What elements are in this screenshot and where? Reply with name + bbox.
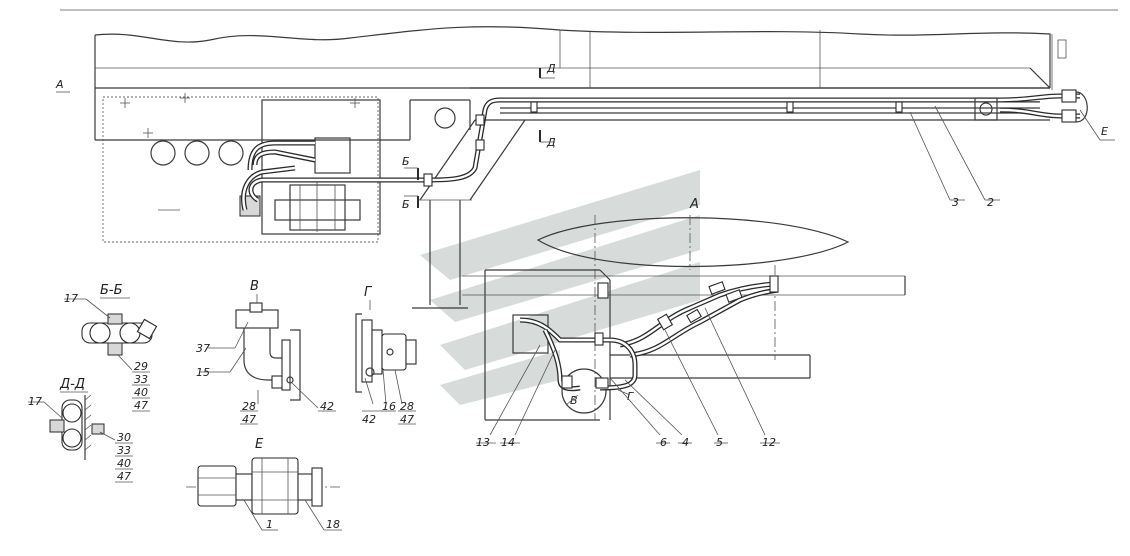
bb-callout-47: 47 — [134, 399, 148, 412]
cut-b-top-label: Б — [402, 155, 410, 168]
section-dd: Д-Д 17 30 33 40 47 — [28, 377, 133, 483]
mechanism-box — [102, 96, 379, 243]
view-a-title: А — [689, 197, 699, 212]
mark-v-label: В — [570, 394, 578, 407]
view-a-detail: А — [462, 197, 906, 449]
view-v-title: В — [250, 279, 259, 294]
g-callout-16: 16 — [382, 400, 396, 413]
v-callout-37: 37 — [196, 342, 210, 355]
bb-callout-17: 17 — [64, 292, 78, 305]
v-callout-15: 15 — [196, 366, 210, 379]
callout-13: 13 — [476, 436, 490, 449]
e-callout-18: 18 — [326, 518, 340, 531]
section-bb-title: Б-Б — [100, 283, 123, 298]
dd-callout-33: 33 — [117, 444, 131, 457]
main-hose-1 — [248, 97, 1040, 203]
callout-14: 14 — [501, 436, 515, 449]
v-callout-28: 28 — [242, 400, 256, 413]
view-e: Е 1 18 — [186, 437, 342, 531]
g-callout-28: 28 — [400, 400, 414, 413]
mark-g-label: Г — [627, 390, 634, 403]
callout-4: 4 — [682, 436, 689, 449]
dd-callout-40: 40 — [117, 457, 131, 470]
e-callout-1: 1 — [266, 518, 273, 531]
cut-d-bottom-label: Д — [546, 136, 556, 149]
callout-5: 5 — [716, 436, 723, 449]
view-v: В 37 15 28 47 42 — [196, 279, 336, 426]
section-dd-title: Д-Д — [59, 377, 85, 392]
v-callout-47: 47 — [242, 413, 256, 426]
bb-callout-33: 33 — [134, 373, 148, 386]
callout-6: 6 — [660, 436, 667, 449]
dd-callout-17: 17 — [28, 395, 42, 408]
bb-callout-40: 40 — [134, 386, 148, 399]
main-view: Д Д Б Б А 3 2 Е — [55, 26, 1115, 309]
callout-3: 3 — [952, 196, 959, 209]
cut-d-top-label: Д — [546, 62, 556, 75]
v-callout-42: 42 — [320, 400, 334, 413]
dd-callout-30: 30 — [117, 431, 131, 444]
section-bb: Б-Б 17 29 33 40 47 — [64, 283, 158, 412]
view-g: Г 42 16 28 47 — [355, 285, 417, 426]
bb-callout-29: 29 — [134, 360, 148, 373]
g-callout-47: 47 — [400, 413, 414, 426]
boom-outline — [94, 26, 1051, 88]
g-callout-42: 42 — [362, 413, 376, 426]
view-e-title: Е — [255, 437, 264, 452]
dd-callout-47: 47 — [117, 470, 131, 483]
view-g-title: Г — [364, 285, 373, 300]
view-a-arrow-label: А — [55, 78, 64, 91]
mark-e-label: Е — [1101, 125, 1108, 138]
callout-2: 2 — [987, 196, 994, 209]
cut-b-bottom-label: Б — [402, 198, 410, 211]
callout-12: 12 — [762, 436, 776, 449]
